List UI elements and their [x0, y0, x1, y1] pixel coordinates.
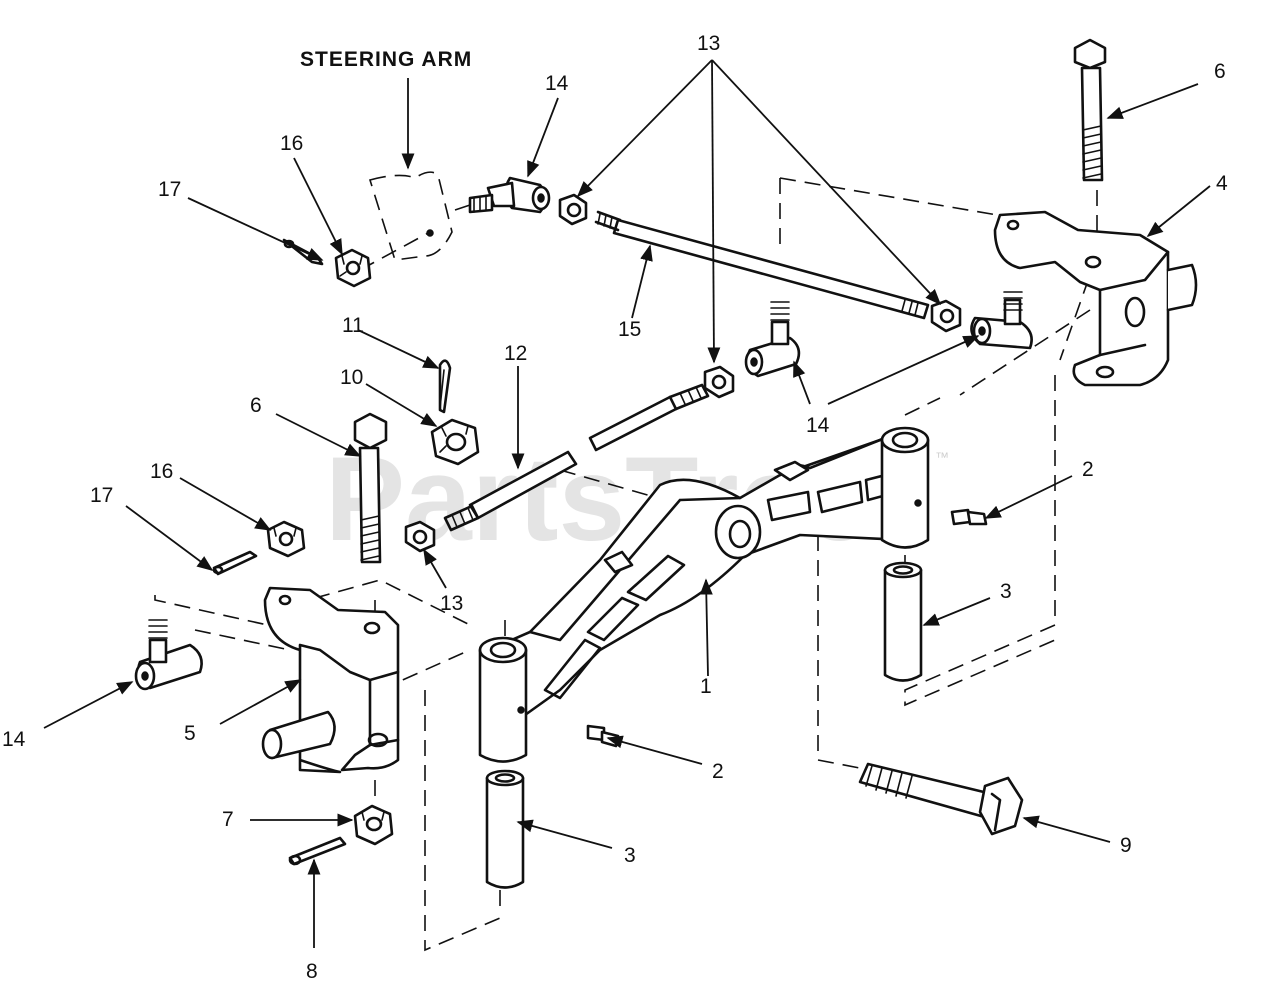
castle-nut-bottom [353, 804, 394, 846]
ball-joint-upper [468, 176, 551, 214]
callout-14-middle: 14 [806, 414, 830, 437]
cotter-pin-bottom [288, 836, 347, 866]
callout-7: 7 [222, 808, 234, 831]
callout-14-top: 14 [545, 72, 569, 95]
callout-4: 4 [1216, 172, 1228, 195]
castle-nut-top [334, 248, 372, 288]
jam-nut-upper-right [930, 299, 962, 333]
castle-nut-mid [430, 418, 480, 466]
callout-17-top: 17 [158, 178, 181, 201]
callout-6-right: 6 [1214, 60, 1226, 83]
pivot-tube-left [478, 636, 528, 763]
spindle-bracket-left [261, 586, 400, 774]
callout-10: 10 [340, 366, 363, 389]
callout-11: 11 [342, 314, 364, 337]
grease-fitting-low [586, 724, 620, 748]
ball-joint-right [970, 291, 1033, 350]
ball-joint-left [134, 619, 203, 691]
callout-8: 8 [306, 960, 318, 983]
callout-13-middle: 13 [440, 592, 463, 615]
jam-nut-upper-left [558, 193, 588, 226]
callout-labels: STEERING ARM 13 14 16 17 6 4 11 12 10 15… [2, 32, 1228, 983]
callout-5: 5 [184, 722, 196, 745]
callout-6-left: 6 [250, 394, 262, 417]
cotter-pin-left [212, 550, 258, 576]
bushing-left [485, 769, 525, 889]
pivot-tube-right [880, 426, 930, 549]
bolt-right [1073, 38, 1107, 182]
castle-nut-left [266, 520, 306, 558]
cotter-pin-mid [438, 359, 452, 414]
callout-9: 9 [1120, 834, 1132, 857]
bushing-right [883, 561, 923, 682]
callout-15: 15 [618, 318, 641, 341]
bolt-left [353, 412, 388, 564]
callout-1: 1 [700, 675, 712, 698]
callout-2-right: 2 [1082, 458, 1094, 481]
grease-fitting-right [950, 508, 988, 526]
ball-joint-middle [744, 301, 801, 378]
steering-arm-outline [368, 171, 453, 261]
callout-2-low: 2 [712, 760, 724, 783]
leader-lines [43, 59, 1211, 948]
steering-arm-title: STEERING ARM [300, 48, 472, 71]
callout-12: 12 [504, 342, 527, 365]
upper-tie-rod [594, 210, 930, 320]
spindle-bracket-right [993, 210, 1198, 387]
watermark-trademark: ™ [935, 449, 949, 465]
callout-3-low: 3 [624, 844, 636, 867]
callout-13-top: 13 [697, 32, 720, 55]
jam-nut-left [404, 520, 436, 553]
lower-tie-rod [443, 383, 710, 532]
callout-3-right: 3 [1000, 580, 1012, 603]
callout-14-left: 14 [2, 728, 26, 751]
callout-16-top: 16 [280, 132, 303, 155]
jam-nut-middle [703, 365, 735, 399]
pivot-bolt [858, 762, 1024, 836]
callout-17-left: 17 [90, 484, 113, 507]
callout-16-left: 16 [150, 460, 173, 483]
